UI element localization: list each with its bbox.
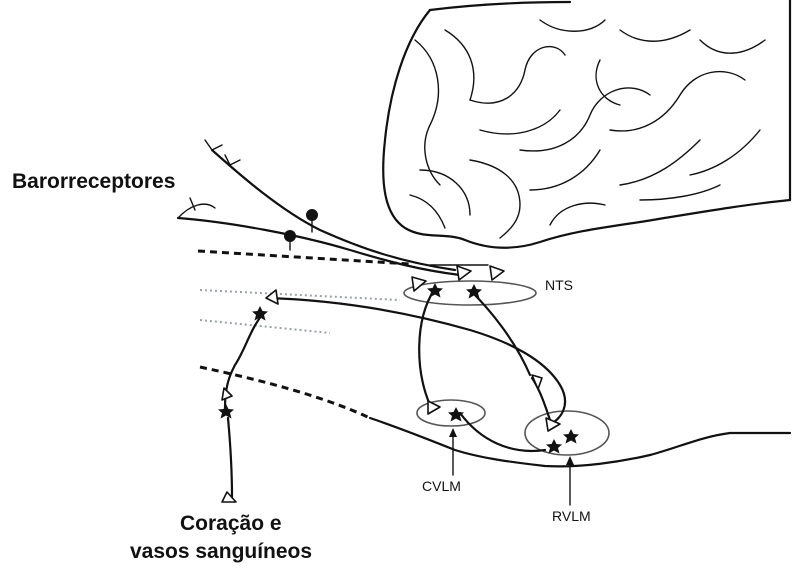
cerebellum <box>383 0 790 248</box>
heart-vessels-label-line2: vasos sanguíneos <box>130 540 312 564</box>
brainstem-outline <box>370 418 790 466</box>
dotted-line-2 <box>200 320 330 333</box>
rvlm-nucleus <box>525 411 609 455</box>
dotted-line-1 <box>200 290 400 300</box>
heart-vessels-label-line1: Coração e <box>180 512 282 536</box>
rvlm-label: RVLM <box>552 508 591 524</box>
nts-label: NTS <box>545 277 573 293</box>
cvlm-label: CVLM <box>422 478 461 494</box>
baroreceptor-afferent <box>178 140 460 275</box>
baroreceptors-label: Barorreceptores <box>12 170 175 194</box>
